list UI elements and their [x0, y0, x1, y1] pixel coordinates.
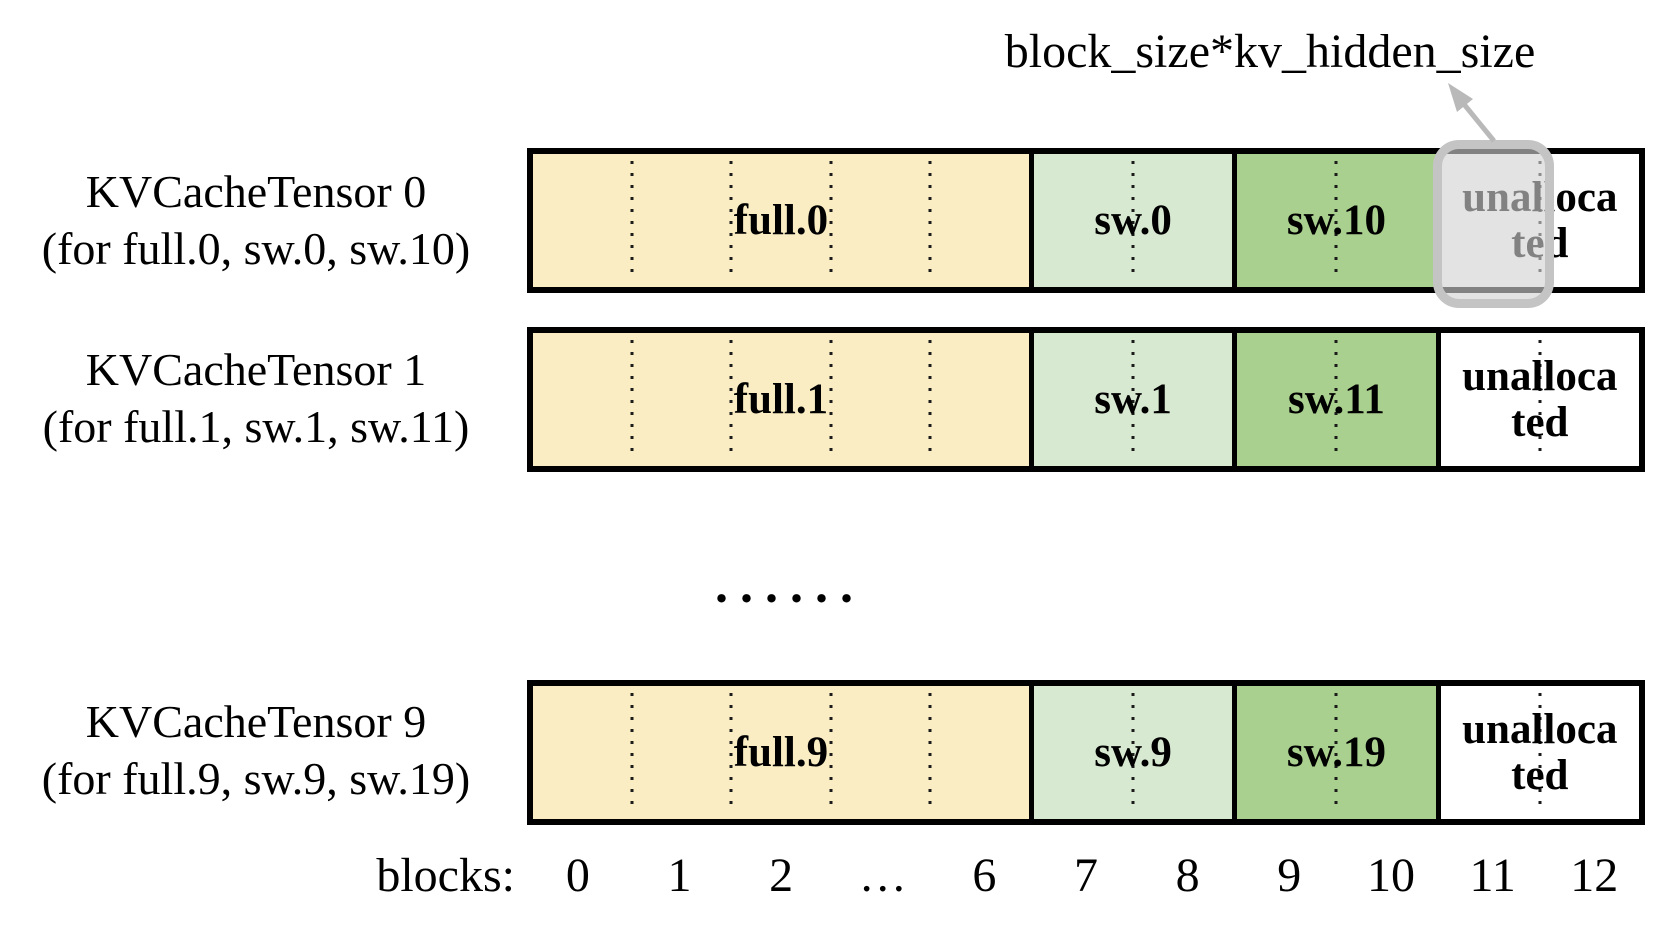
axis-tick-0: 0	[565, 849, 590, 902]
block-divider	[729, 161, 733, 280]
block-divider	[1131, 161, 1135, 280]
unallocated-line-1: unalloca	[1462, 353, 1618, 401]
row-label-tensor-1: KVCacheTensor 1 (for full.1, sw.1, sw.11…	[10, 341, 502, 455]
segment-label: full.0	[733, 196, 829, 244]
blocks-axis-label: blocks:	[376, 849, 515, 902]
tensor-1-unallocated-segment: unalloca ted	[1435, 333, 1639, 466]
axis-tick-6: 6	[972, 849, 997, 902]
segment-label: unalloca ted	[1462, 354, 1617, 444]
segment-label: sw.9	[1094, 728, 1172, 776]
tensor-0-sw0-segment: sw.0	[1028, 154, 1233, 287]
tensor-0-title: KVCacheTensor 0	[85, 166, 427, 217]
unallocated-line-1: unalloca	[1462, 706, 1618, 754]
unallocated-line-2: ted	[1511, 751, 1569, 799]
block-divider	[630, 161, 634, 280]
row-label-tensor-9: KVCacheTensor 9 (for full.9, sw.9, sw.19…	[10, 693, 502, 807]
block-divider	[829, 340, 833, 459]
tensor-1-sw11-segment: sw.11	[1232, 333, 1436, 466]
tensor-1-sw1-segment: sw.1	[1028, 333, 1233, 466]
axis-tick-9: 9	[1277, 849, 1302, 902]
block-divider	[928, 161, 932, 280]
tensor-0-sw10-segment: sw.10	[1232, 154, 1436, 287]
tensor-9-sw9-segment: sw.9	[1028, 686, 1233, 819]
tensor-9-sw19-segment: sw.19	[1232, 686, 1436, 819]
block-divider	[729, 693, 733, 812]
tensor-9-subtitle: (for full.9, sw.9, sw.19)	[41, 753, 471, 804]
block-divider	[928, 340, 932, 459]
block-divider	[1538, 693, 1542, 812]
axis-tick-8: 8	[1175, 849, 1200, 902]
tensor-9-unallocated-segment: unalloca ted	[1435, 686, 1639, 819]
block-divider	[829, 161, 833, 280]
segment-label: sw.0	[1094, 196, 1172, 244]
rows-ellipsis: ......	[715, 557, 865, 614]
block-divider	[829, 693, 833, 812]
tensor-9-title: KVCacheTensor 9	[85, 696, 427, 747]
tensor-9-full-segment: full.9	[533, 686, 1029, 819]
block-divider	[1334, 340, 1338, 459]
block-divider	[1334, 161, 1338, 280]
row-label-tensor-0: KVCacheTensor 0 (for full.0, sw.0, sw.10…	[10, 163, 502, 277]
tensor-1-full-segment: full.1	[533, 333, 1029, 466]
kv-cache-tensor-9-bar: full.9 sw.9 sw.19 unalloca ted	[527, 680, 1645, 825]
segment-label: sw.10	[1286, 196, 1387, 244]
axis-tick-1: 1	[667, 849, 692, 902]
tensor-0-full-segment: full.0	[533, 154, 1029, 287]
segment-label: sw.19	[1286, 728, 1387, 776]
highlighted-block-outline	[1433, 140, 1554, 308]
segment-label: full.9	[733, 728, 829, 776]
axis-tick-2: 2	[769, 849, 794, 902]
segment-label: unalloca ted	[1462, 707, 1617, 797]
axis-tick-12: 12	[1570, 849, 1619, 902]
tensor-1-subtitle: (for full.1, sw.1, sw.11)	[42, 401, 470, 452]
axis-tick-7: 7	[1074, 849, 1099, 902]
block-divider	[1334, 693, 1338, 812]
axis-tick-10: 10	[1366, 849, 1415, 902]
block-divider	[928, 693, 932, 812]
blocks-axis-ticks: 0 1 2 … 6 7 8 9 10 11 12	[527, 848, 1645, 903]
segment-label: sw.11	[1288, 375, 1385, 423]
block-divider	[1131, 340, 1135, 459]
tensor-0-subtitle: (for full.0, sw.0, sw.10)	[41, 223, 471, 274]
block-size-annotation: block_size*kv_hidden_size	[1004, 25, 1536, 78]
block-divider	[630, 693, 634, 812]
unallocated-line-2: ted	[1511, 398, 1569, 446]
tensor-1-title: KVCacheTensor 1	[85, 344, 427, 395]
block-divider	[1538, 340, 1542, 459]
block-divider	[729, 340, 733, 459]
segment-label: sw.1	[1094, 375, 1172, 423]
axis-tick-11: 11	[1469, 849, 1516, 902]
kv-cache-tensor-1-bar: full.1 sw.1 sw.11 unalloca ted	[527, 327, 1645, 472]
segment-label: full.1	[733, 375, 829, 423]
block-divider	[630, 340, 634, 459]
block-divider	[1131, 693, 1135, 812]
axis-tick-ellipsis: …	[858, 849, 907, 902]
